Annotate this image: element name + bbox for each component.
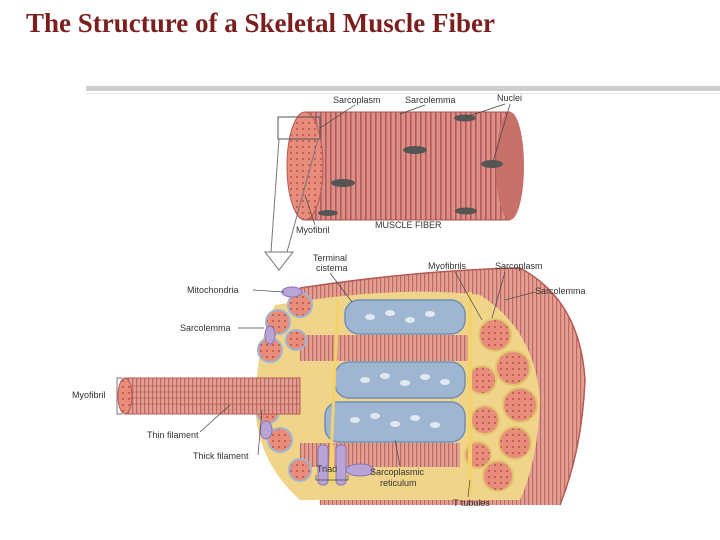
label-muscle-fiber: MUSCLE FIBER [375,220,442,230]
label-t-tubules: T tubules [453,498,490,508]
mitochondrion [264,325,276,345]
myofibril-band [300,335,470,361]
label-myofibril-top: Myofibril [296,225,330,235]
fiber-end [496,112,524,220]
nuclei-group [318,114,503,216]
label-thick-filament: Thick filament [193,451,249,461]
label-sarcolemma-right: Sarcolemma [535,286,586,296]
label-sarcoplasm-top: Sarcoplasm [333,95,381,105]
myofibril-cross-sections [464,318,538,492]
mitochondrion [281,286,303,298]
label-myofibrils: Myofibrils [428,261,467,271]
zoom-arrow-icon [263,138,319,271]
label-triad: Triad [317,464,337,474]
nucleus [318,210,338,216]
label-sarcoplasmic-reticulum-2: reticulum [380,478,417,488]
label-sarcoplasmic-reticulum-1: Sarcoplasmic [370,467,425,477]
title-divider-thin [86,93,720,94]
label-terminal-cisterna-1: Terminal [313,253,347,263]
sarcoplasmic-reticulum [324,299,466,443]
nucleus [331,179,355,187]
label-sarcolemma-left: Sarcolemma [180,323,231,333]
label-sarcoplasm-bottom: Sarcoplasm [495,261,543,271]
triad [317,444,347,486]
fiber-body [305,112,510,220]
label-thin-filament: Thin filament [147,430,199,440]
nucleus [481,160,503,168]
label-sarcolemma-top: Sarcolemma [405,95,456,105]
mitochondrion [345,463,375,477]
label-mitochondria: Mitochondria [187,285,239,295]
label-terminal-cisterna-2: cisterna [316,263,348,273]
nucleus [454,114,476,122]
title-divider [86,86,720,91]
mitochondrion [259,420,273,440]
protruding-myofibril [117,377,301,415]
label-nuclei: Nuclei [497,93,522,103]
nucleus [455,207,477,215]
label-myofibril-left: Myofibril [72,390,106,400]
nucleus [403,146,427,154]
fiber-cut-face [286,111,324,221]
muscle-fiber-cylinder [286,111,524,221]
slide-title: The Structure of a Skeletal Muscle Fiber [26,8,495,38]
